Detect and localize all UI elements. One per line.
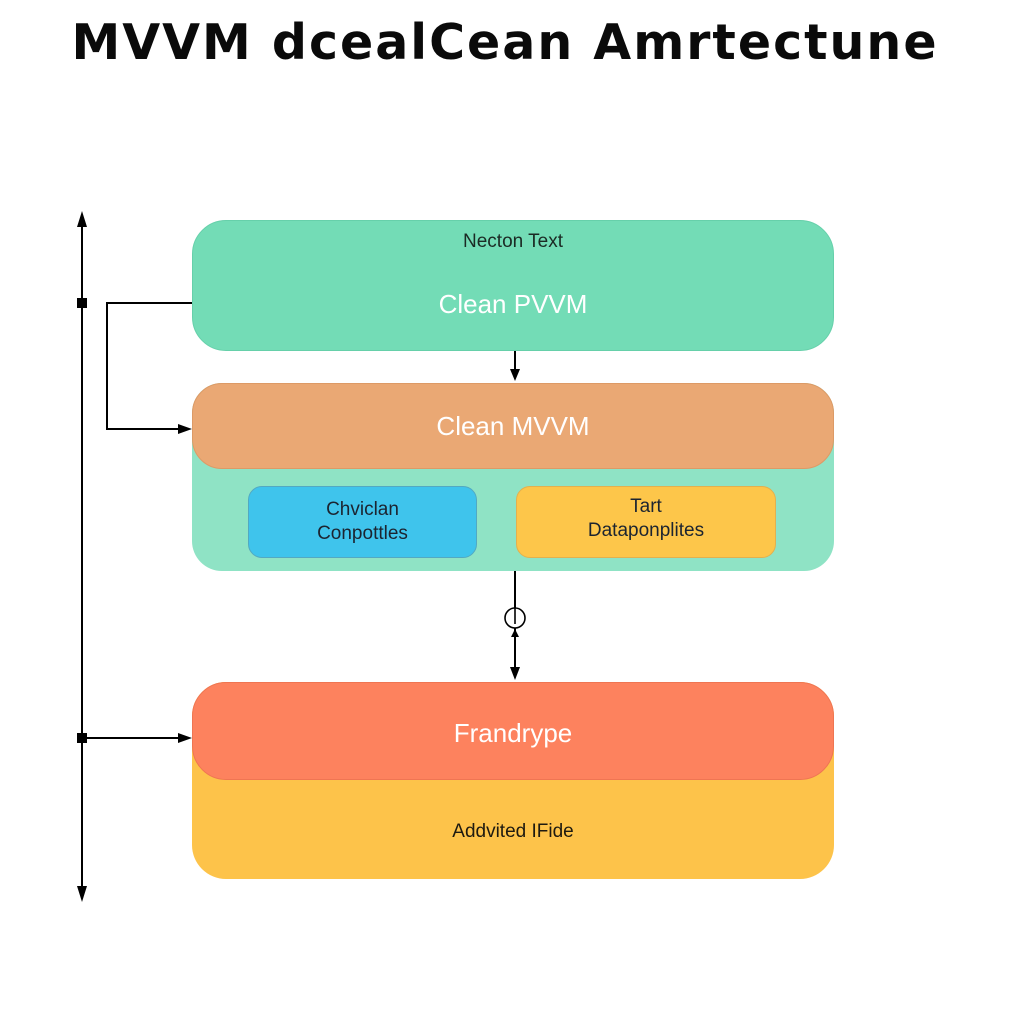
axis-junction-node-top: [77, 298, 87, 308]
top-to-middle-arrowhead-icon: [510, 369, 520, 381]
middle-box: Clean MVVM Chviclan Conpottles Tart Data…: [192, 383, 834, 571]
axis-to-bottom-arrowhead-icon: [178, 733, 192, 743]
middle-box-label: Clean MVVM: [436, 411, 590, 441]
connector-up-arrowhead-icon: [511, 629, 519, 637]
connector-circle-node: [504, 607, 526, 629]
connector-down-arrowhead-icon: [510, 667, 520, 680]
top-box-label: Clean PVVM: [438, 289, 588, 319]
sub-box-blue: Chviclan Conpottles: [248, 486, 477, 558]
axis-junction-node-bottom: [77, 733, 87, 743]
sub-box-yellow-line1: Tart: [630, 496, 662, 517]
sub-box-blue-line2: Conpottles: [317, 523, 408, 544]
middle-box-header: Clean MVVM: [192, 383, 834, 469]
bottom-box-body-text: Addvited IFide: [452, 821, 574, 842]
elbow-connector-top-to-middle: [106, 302, 192, 430]
top-box: Necton Text Clean PVVM: [192, 220, 834, 351]
axis-up-arrow-icon: [77, 211, 87, 227]
elbow-arrowhead-icon: [178, 424, 192, 434]
bottom-box-header: Frandrype: [192, 682, 834, 780]
diagram-title: MVVM dcealCean Amrtectune: [71, 14, 939, 71]
top-box-caption: Necton Text: [463, 231, 563, 252]
sub-box-yellow-line2: Dataponplites: [587, 520, 705, 541]
sub-box-yellow: Tart Dataponplites: [516, 486, 776, 558]
axis-down-arrow-icon: [77, 886, 87, 902]
bottom-box-label: Frandrype: [453, 718, 573, 748]
bottom-box: Frandrype Addvited IFide: [192, 682, 834, 879]
sub-box-blue-line1: Chviclan: [326, 499, 399, 520]
